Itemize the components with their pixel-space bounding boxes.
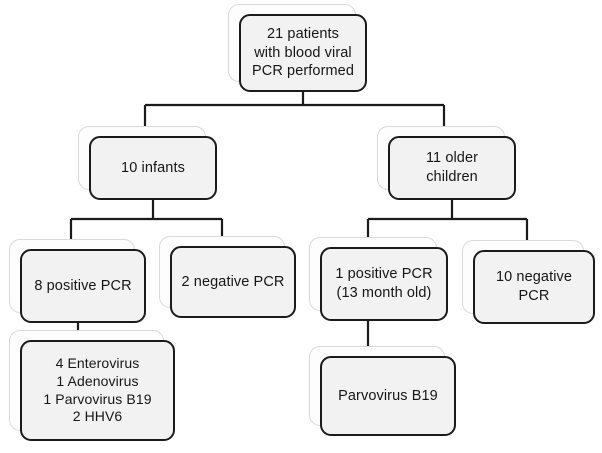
older-parvovirus-label: Parvovirus B19: [338, 387, 438, 404]
infants-positive-pcr-label: 8 positive PCR: [34, 277, 132, 294]
older-positive-pcr-label: 1 positive PCR (13 month old): [335, 266, 433, 301]
older-children-node-box[interactable]: 11 older children: [388, 136, 516, 200]
older-negative-pcr-node[interactable]: 10 negative PCR: [462, 240, 595, 324]
older-positive-pcr-node[interactable]: 1 positive PCR (13 month old): [309, 237, 448, 321]
older-children-node[interactable]: 11 older children: [377, 126, 516, 200]
infants-node[interactable]: 10 infants: [78, 126, 217, 200]
root-node[interactable]: 21 patients with blood viral PCR perform…: [228, 4, 367, 92]
infant-virus-breakdown-node[interactable]: 4 Enterovirus 1 Adenovirus 1 Parvovirus …: [9, 330, 175, 441]
infants-negative-pcr-label: 2 negative PCR: [181, 273, 285, 290]
infant-virus-breakdown-label: 4 Enterovirus 1 Adenovirus 1 Parvovirus …: [43, 354, 152, 425]
infant-virus-breakdown-box[interactable]: 4 Enterovirus 1 Adenovirus 1 Parvovirus …: [20, 340, 175, 441]
infants-node-label: 10 infants: [121, 159, 185, 176]
infants-positive-pcr-box[interactable]: 8 positive PCR: [20, 249, 146, 323]
infants-positive-pcr-node[interactable]: 8 positive PCR: [9, 239, 146, 323]
older-parvovirus-box[interactable]: Parvovirus B19: [320, 356, 456, 436]
older-positive-pcr-box[interactable]: 1 positive PCR (13 month old): [320, 247, 448, 321]
older-negative-pcr-box[interactable]: 10 negative PCR: [473, 250, 595, 324]
root-node-label: 21 patients with blood viral PCR perform…: [251, 26, 355, 80]
infants-negative-pcr-box[interactable]: 2 negative PCR: [170, 246, 296, 318]
older-negative-pcr-label: 10 negative PCR: [495, 269, 573, 304]
root-node-box[interactable]: 21 patients with blood viral PCR perform…: [239, 14, 367, 92]
infants-node-box[interactable]: 10 infants: [89, 136, 217, 200]
older-parvovirus-node[interactable]: Parvovirus B19: [309, 346, 456, 436]
older-children-node-label: 11 older children: [425, 150, 479, 185]
infants-negative-pcr-node[interactable]: 2 negative PCR: [159, 236, 296, 318]
